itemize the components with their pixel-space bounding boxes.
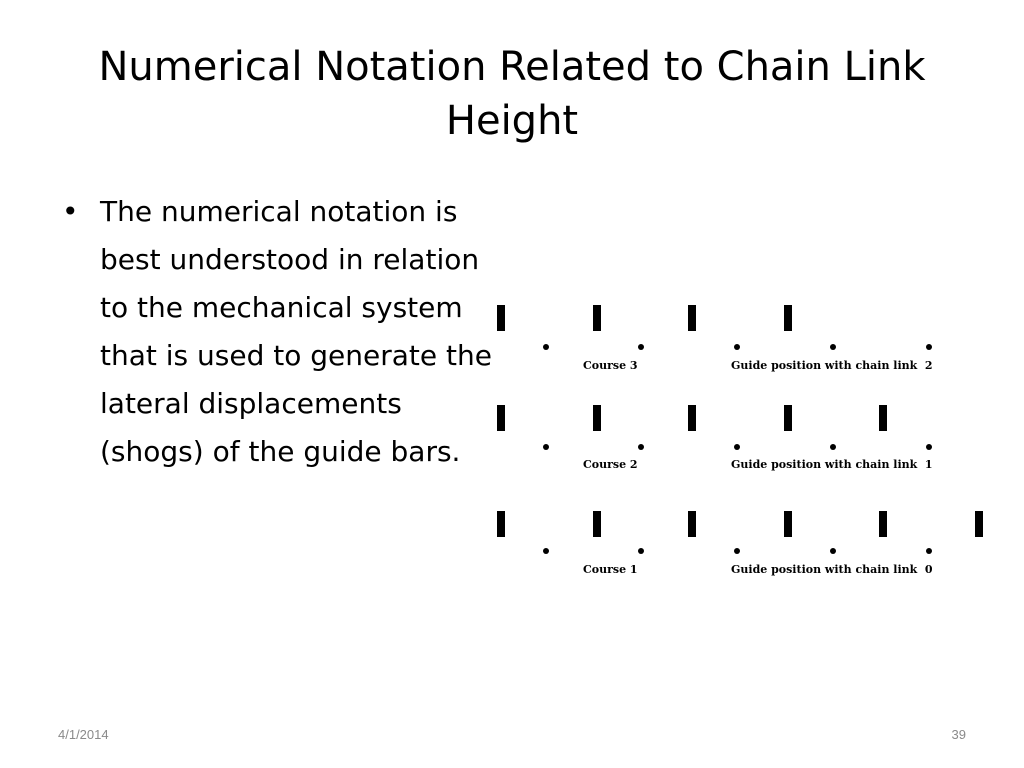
needle-mark (497, 511, 505, 537)
guide-dot (830, 548, 836, 554)
needle-mark (593, 405, 601, 431)
guide-dot (734, 548, 740, 554)
guide-dot (926, 444, 932, 450)
needle-mark (593, 305, 601, 331)
course-3-row: Course 3 Guide position with chain link … (497, 305, 933, 372)
course-2-row: Course 2 Guide position with chain link … (497, 405, 933, 471)
guide-dot (638, 548, 644, 554)
needle-mark (879, 511, 887, 537)
needle-mark (784, 405, 792, 431)
bullet-item: • The numerical notation is best underst… (62, 188, 492, 476)
guide-dot (543, 344, 549, 350)
guide-dot (638, 444, 644, 450)
guide-dot (543, 548, 549, 554)
footer-date: 4/1/2014 (58, 727, 109, 742)
needle-mark (497, 405, 505, 431)
guide-dot (926, 548, 932, 554)
guide-dot (638, 344, 644, 350)
bullet-list: • The numerical notation is best underst… (62, 188, 492, 476)
guide-dot (830, 444, 836, 450)
needle-mark (688, 511, 696, 537)
course-label: Course 3 (583, 359, 638, 372)
bullet-text: The numerical notation is best understoo… (100, 195, 492, 468)
slide-title: Numerical Notation Related to Chain Link… (98, 44, 926, 144)
guide-dot (926, 344, 932, 350)
needle-mark (784, 511, 792, 537)
needle-mark (497, 305, 505, 331)
guide-dot (734, 444, 740, 450)
course-label: Course 2 (583, 458, 638, 471)
needle-mark (784, 305, 792, 331)
guide-dot (543, 444, 549, 450)
course-label: Course 1 (583, 563, 638, 576)
guide-dot (830, 344, 836, 350)
bullet-glyph: • (62, 195, 79, 228)
guide-position-label: Guide position with chain link 0 (731, 563, 933, 576)
page-number: 39 (951, 727, 966, 742)
course-1-row: Course 1 Guide position with chain link … (497, 511, 983, 576)
guide-position-label: Guide position with chain link 2 (731, 359, 933, 372)
needle-mark (975, 511, 983, 537)
needle-mark (688, 305, 696, 331)
needle-mark (879, 405, 887, 431)
needle-mark (688, 405, 696, 431)
guide-position-label: Guide position with chain link 1 (731, 458, 933, 471)
guide-dot (734, 344, 740, 350)
needle-mark (593, 511, 601, 537)
